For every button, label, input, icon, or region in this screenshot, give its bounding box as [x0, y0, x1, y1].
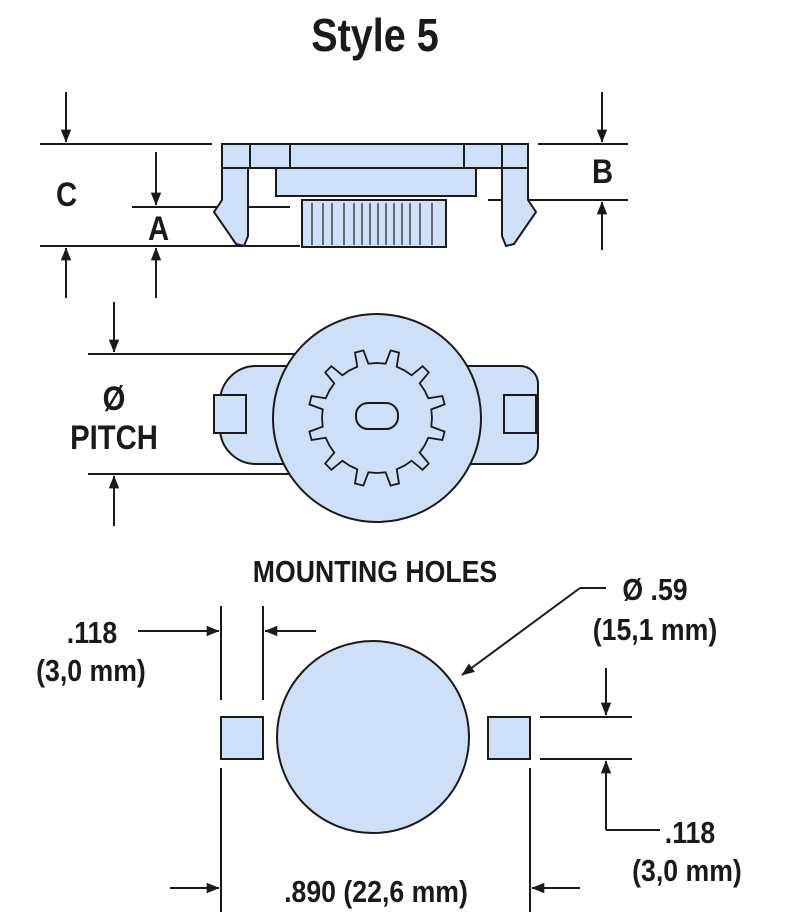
- hole-diameter-metric: (15,1 mm): [592, 612, 718, 647]
- top-view: [88, 302, 539, 526]
- hole-diameter-label: Ø .59: [622, 572, 688, 607]
- dim-a-label: A: [148, 210, 170, 248]
- pitch-diameter-symbol: Ø: [102, 380, 126, 418]
- gear-outline: [308, 349, 446, 487]
- slot-width-label: .118: [66, 615, 118, 650]
- span-dimension-label: .890 (22,6 mm): [284, 874, 468, 909]
- slot-width-metric: (3,0 mm): [36, 653, 146, 688]
- dim-b-label: B: [592, 153, 614, 191]
- mounting-holes-view: [138, 587, 660, 912]
- dim-c-label: C: [56, 176, 78, 214]
- drawing-title: Style 5: [311, 9, 439, 61]
- mounting-holes-heading: MOUNTING HOLES: [252, 554, 498, 589]
- side-view: [40, 92, 628, 298]
- pitch-label: PITCH: [70, 419, 158, 457]
- slot-height-metric: (3,0 mm): [632, 853, 742, 888]
- slot-height-label: .118: [664, 815, 716, 850]
